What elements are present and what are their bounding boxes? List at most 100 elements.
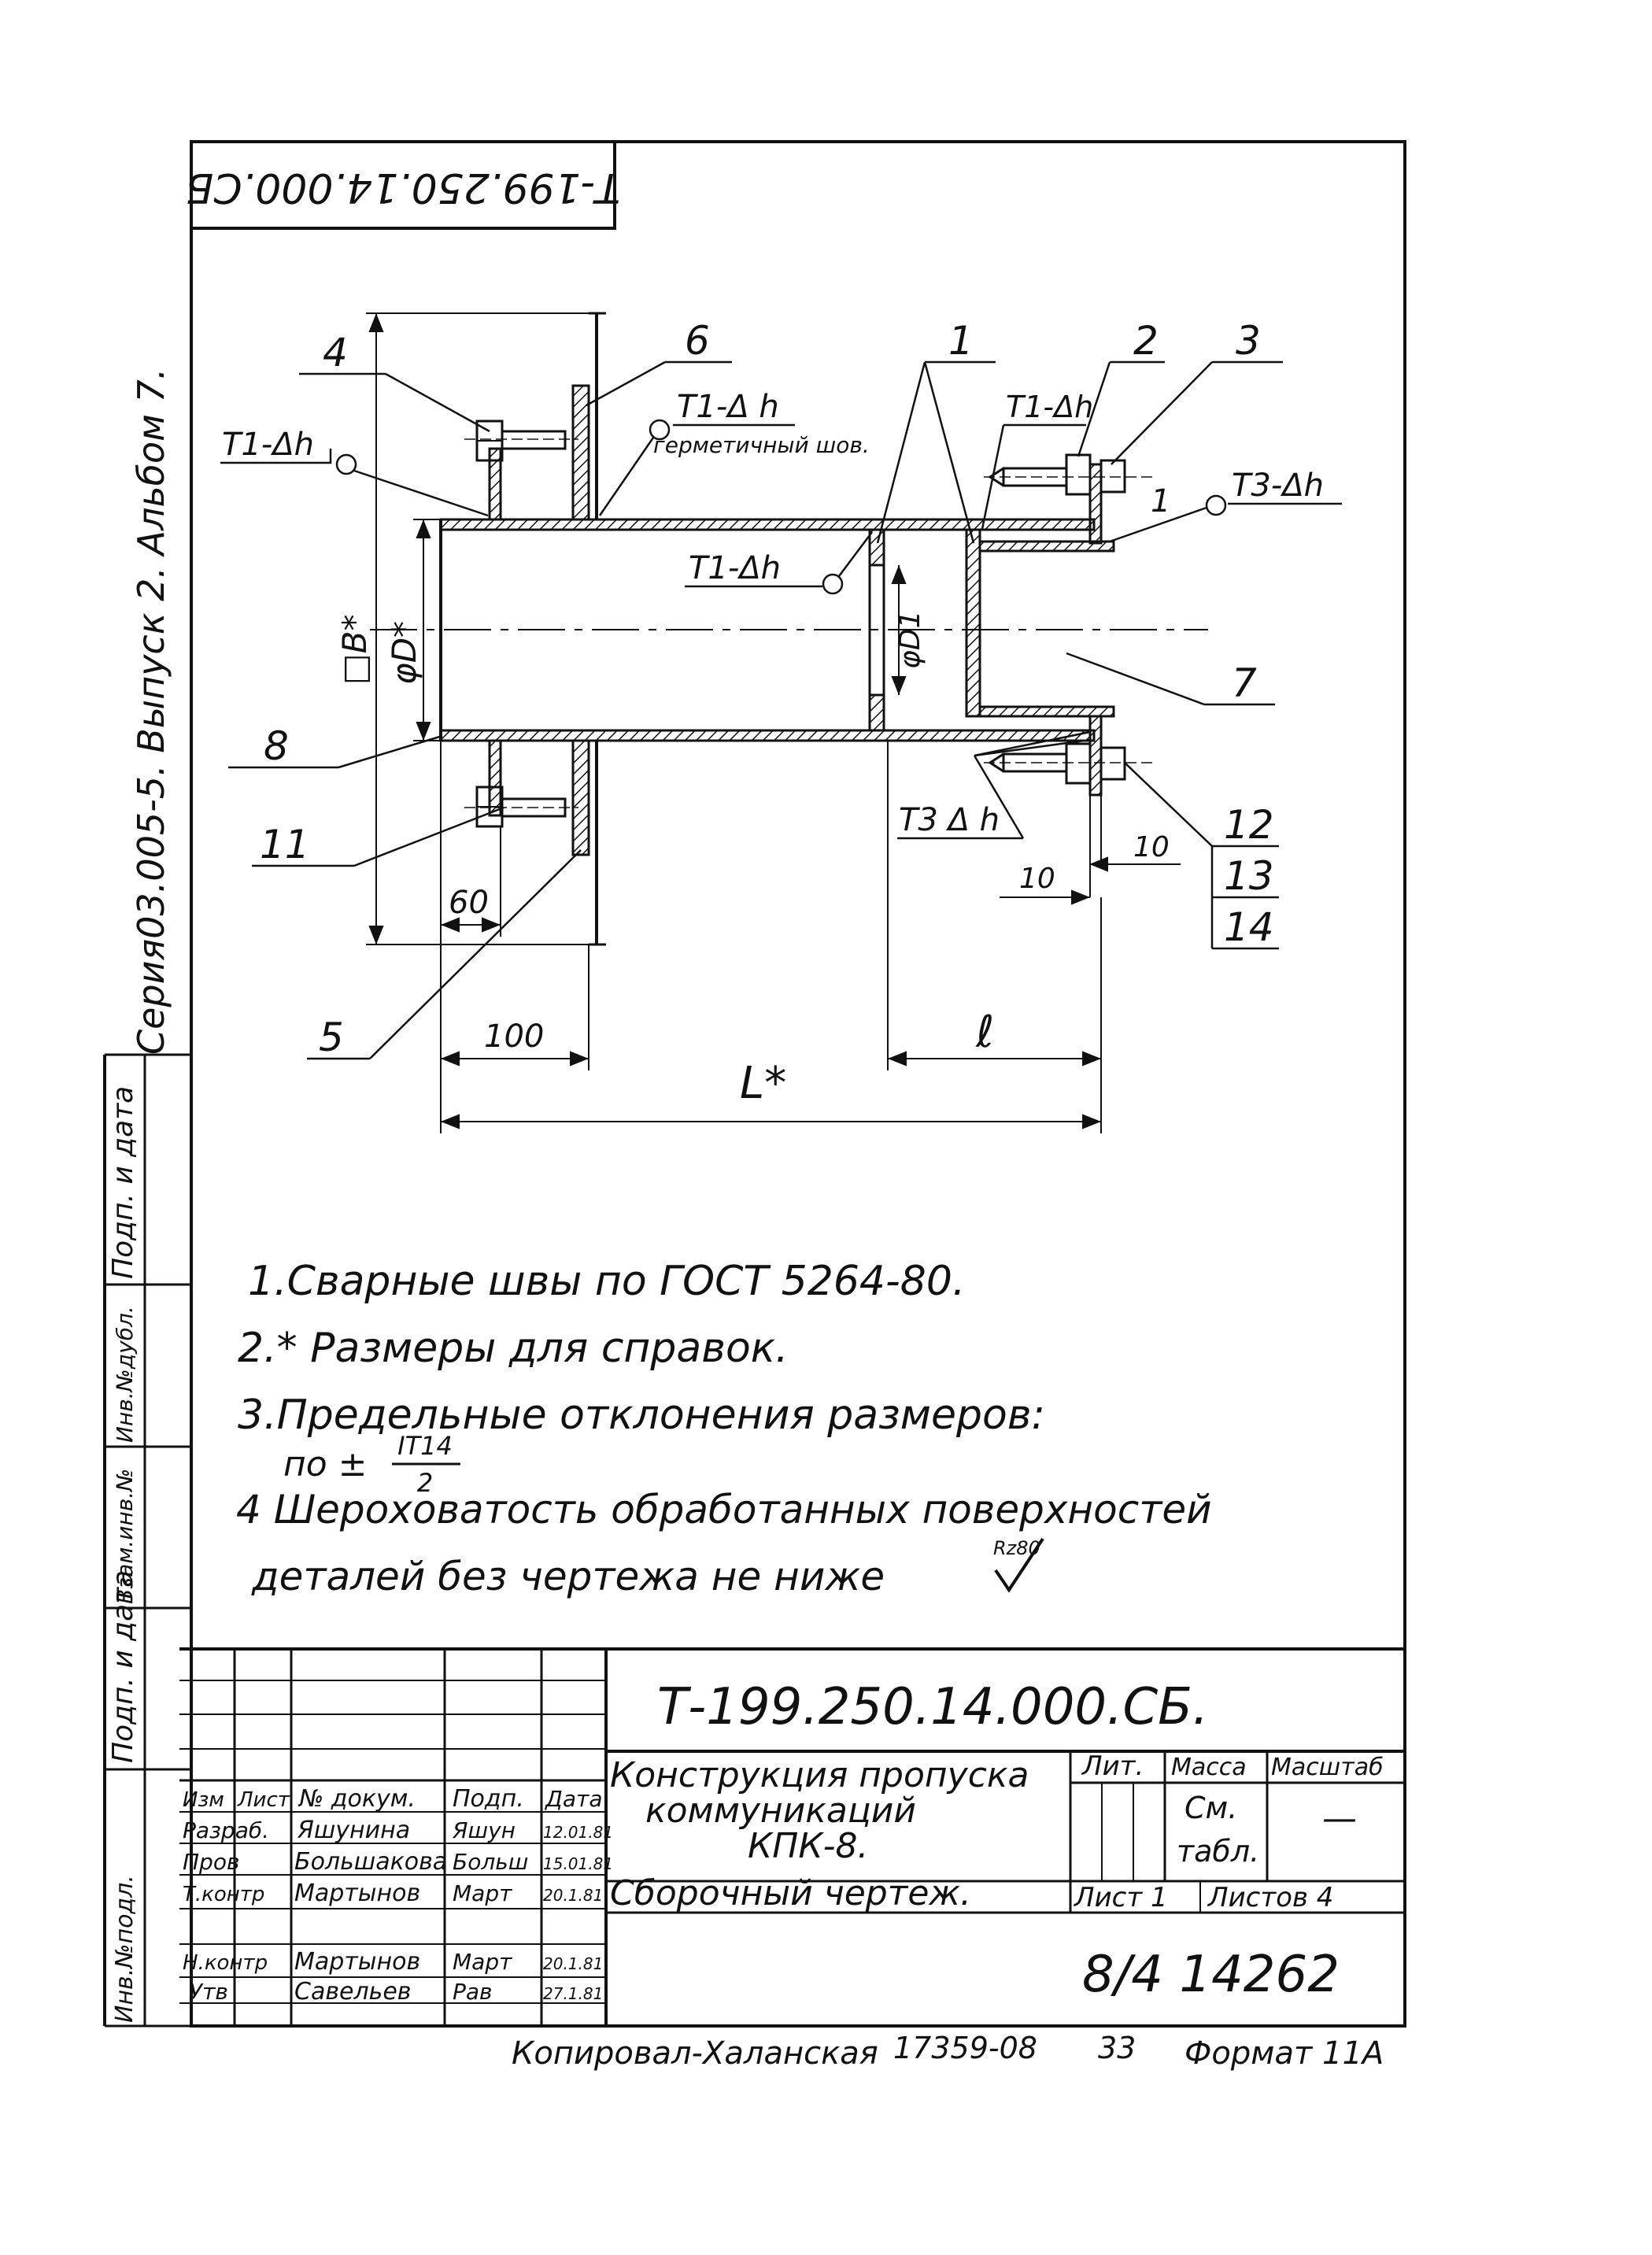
note-4b: деталей без чертежа не ниже [251,1554,885,1599]
inner-pipe [965,528,1115,718]
dim-b: □В* [335,615,374,686]
callout-12: 12 [1224,802,1274,848]
sheet-number: Лист 1 [1073,1882,1168,1913]
doc-code: Т-199.250.14.000.СБ. [657,1678,1208,1736]
sign-prov: Больш [453,1849,528,1875]
weld-top: Т1-Δ h [677,389,779,425]
footer-format: Формат 11А [1184,2035,1384,2072]
date-prov: 15.01.81 [543,1854,613,1873]
dim-l: ℓ [975,1007,994,1058]
callout-5: 5 [319,1015,344,1060]
dim-d1: φD1 [894,611,926,669]
callout-1-right: 1 [1151,483,1170,519]
side-col-podp-data-2: Подп. и дата [107,1086,139,1279]
footer: Копировал-Халанская 17359-08 33 Формат 1… [512,2031,1384,2072]
role-tkontr: Т.контр [183,1883,264,1906]
weld-leaders [220,419,1342,840]
sign-tkontr: Март [453,1880,512,1906]
hdr-doc: № докум. [298,1785,416,1813]
callout-14: 14 [1224,904,1274,950]
callout-2: 2 [1133,318,1159,364]
callout-6: 6 [685,318,710,364]
callout-7: 7 [1232,660,1257,706]
massa-value-2: табл. [1177,1834,1259,1869]
note-3-numerator: IT14 [397,1431,453,1461]
hdr-masshtab: Масштаб [1271,1754,1384,1781]
doc-name-2: коммуникаций [645,1791,916,1831]
side-col-podp-data-1: Подп. и дата [107,1570,139,1763]
side-labels: Серия03.005-5. Выпуск 2. Альбом 7. Инв.№… [107,368,172,2023]
weld-left: Т1-Δh [222,427,314,463]
weld-right: Т3-Δh [1232,468,1324,504]
doc-name-1: Конструкция пропуска [610,1755,1029,1795]
roughness-check-symbol [994,1537,1044,1593]
name-utv: Савельев [294,1978,411,2005]
dim-100: 100 [484,1018,544,1055]
dim-10-upper: 10 [1133,831,1170,863]
massa-value-1: См. [1184,1791,1237,1825]
side-col-inv-dubl: Инв.№дубл. [112,1306,138,1443]
hdr-data: Дата [544,1786,603,1812]
footer-copied: Копировал-Халанская [512,2035,878,2072]
side-col-vzam-inv: Взам.инв.№ [112,1469,138,1604]
sheet-frame [103,140,1406,2028]
doc-name-4: Сборочный чертеж. [610,1873,971,1913]
note-3-denominator: 2 [417,1468,433,1498]
date-razrab: 12.01.81 [543,1823,613,1842]
top-stamp-code: Т-199.250.14.000.СБ [186,164,621,211]
bolt-bottom-right [984,742,1157,785]
assembly-view: 4 6 1 2 3 1 7 8 11 5 12 13 14 Т1-Δh Т1-Δ… [220,312,1342,1133]
sign-utv: Рав [453,1979,493,2005]
hdr-izm: Изм [183,1788,224,1812]
sheets-total: Листов 4 [1207,1882,1333,1913]
callout-11: 11 [260,822,310,867]
weld-right-top: Т1-Δh [1006,390,1093,424]
series-side-text: Серия03.005-5. Выпуск 2. Альбом 7. [130,368,172,1055]
hdr-lit: Лит. [1081,1750,1144,1782]
footer-number: 33 [1098,2031,1136,2065]
callout-1-top: 1 [948,318,974,364]
org-code: 8/4 14262 [1082,1946,1340,2004]
note-3-prefix: по ± [283,1444,368,1484]
date-utv: 27.1.81 [543,1984,603,2003]
dimension-labels: □В* φD* φD1 60 100 ℓ L* 10 10 [335,611,1170,1109]
name-razrab: Яшунина [297,1817,410,1844]
top-stamp: Т-199.250.14.000.СБ [186,140,621,230]
date-nkontr: 20.1.81 [543,1954,603,1973]
name-nkontr: Мартынов [294,1948,420,1976]
role-razrab: Разраб. [183,1817,269,1843]
note-3: 3.Предельные отклонения размеров: [238,1392,1045,1439]
end-flange-right [1088,463,1103,797]
callout-numbers: 4 6 1 2 3 1 7 8 11 5 12 13 14 [260,318,1274,1060]
dim-10-lower: 10 [1019,863,1055,895]
dim-d: φD* [385,621,423,685]
dimension-lines [366,312,1181,1133]
dim-L: L* [740,1058,786,1109]
sign-razrab: Яшун [452,1817,516,1843]
hdr-massa: Масса [1171,1754,1247,1781]
weld-top-note: герметичный шов. [653,432,870,458]
hdr-list: Лист [237,1788,290,1812]
role-nkontr: Н.контр [183,1951,268,1975]
callout-leaders [228,360,1283,1060]
weld-bottom: Т3 Δ h [899,802,1000,838]
bolt-top-right [984,453,1157,496]
role-utv: Утв [189,1979,228,2005]
callout-4: 4 [323,330,348,375]
title-block: Т-199.250.14.000.СБ. Конструкция пропуск… [179,1647,1405,2026]
technical-notes: 1.Сварные швы по ГОСТ 5264-80. 2.* Разме… [236,1258,1212,1599]
role-prov: Пров [183,1849,239,1875]
name-tkontr: Мартынов [294,1880,420,1907]
dim-60: 60 [449,885,489,921]
sign-nkontr: Март [453,1949,512,1975]
note-1: 1.Сварные швы по ГОСТ 5264-80. [248,1258,965,1305]
weld-labels: Т1-Δh Т1-Δ h герметичный шов. Т1-Δh Т1-Δ… [222,389,1324,838]
name-prov: Большакова [294,1848,447,1876]
callout-8: 8 [264,723,289,769]
masshtab-value: — [1322,1798,1357,1839]
wall-plate [571,312,606,946]
side-col-inv-podl: Инв.№подл. [111,1875,139,2023]
date-tkontr: 20.1.81 [543,1886,603,1905]
doc-name-3: КПК-8. [748,1826,868,1866]
weld-mid: Т1-Δh [689,550,781,586]
